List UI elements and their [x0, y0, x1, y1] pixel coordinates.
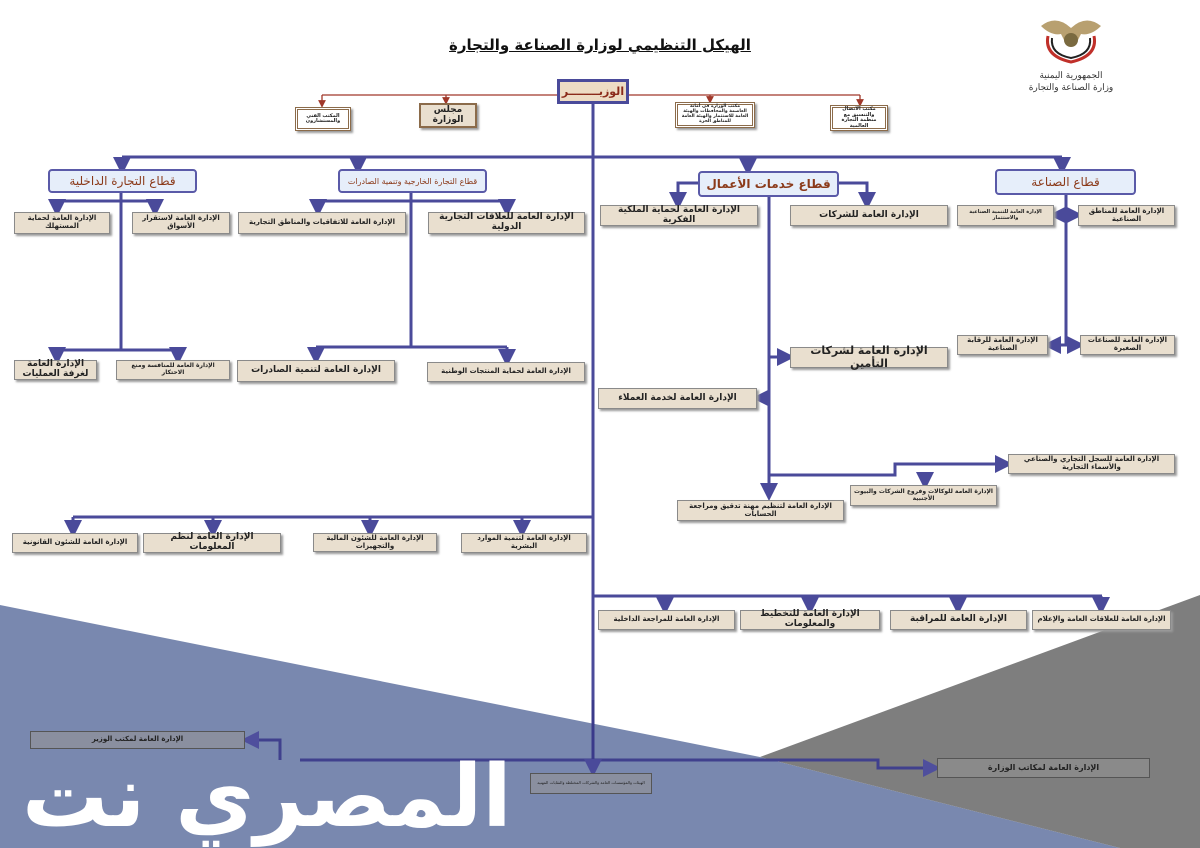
unit-export-development[interactable]: الإدارة العامة لتنمية الصادرات — [237, 360, 395, 382]
ministry-logo: الجمهورية اليمنية وزارة الصناعة والتجارة — [1028, 14, 1114, 104]
sector-business-services[interactable]: قطاع خدمات الأعمال — [698, 171, 839, 197]
unit-operations-room[interactable]: الإدارة العامة لغرفة العمليات — [14, 359, 97, 380]
watermark-text: المصري نت — [22, 747, 512, 847]
blue-overlay-shape — [0, 605, 1120, 848]
unit-market-stability[interactable]: الإدارة العامة لاستقرار الأسواق — [132, 212, 230, 234]
unit-industrial-zones[interactable]: الإدارة العامة للمناطق الصناعية — [1078, 205, 1175, 226]
unit-competition[interactable]: الإدارة العامة للمنافسة ومنع الاحتكار — [116, 360, 230, 380]
public-bodies-box[interactable]: الهيئات والمؤسسات العامة والشركات المختل… — [530, 773, 652, 794]
gray-overlay-shape — [760, 595, 1200, 848]
logo-line-1: الجمهورية اليمنية — [1039, 71, 1103, 81]
unit-monitoring[interactable]: الإدارة العامة للمراقبة — [890, 610, 1027, 630]
unit-minister-office[interactable]: الإدارة العامة لمكتب الوزير — [30, 731, 245, 749]
unit-industrial-control[interactable]: الإدارة العامة للرقابة الصناعية — [957, 335, 1048, 355]
ministry-council-box[interactable]: مجلس الوزارة — [419, 103, 477, 128]
unit-ministry-offices[interactable]: الإدارة العامة لمكاتب الوزارة — [937, 758, 1150, 778]
technical-office-box[interactable]: المكتب الفني والمستشارون — [295, 107, 351, 131]
unit-human-resources[interactable]: الإدارة العامة لتنمية الموارد البشرية — [461, 533, 587, 553]
unit-information-systems[interactable]: الإدارة العامة لنظم المعلومات — [143, 532, 281, 553]
unit-planning-information[interactable]: الإدارة العامة للتخطيط والمعلومات — [740, 609, 880, 630]
unit-consumer-protection[interactable]: الإدارة العامة لحماية المستهلك — [14, 212, 110, 234]
capital-office-box[interactable]: مكتب الوزارة في أمانة العاصمة والمحافظات… — [675, 102, 755, 128]
unit-international-trade-relations[interactable]: الإدارة العامة للعلاقات التجارية الدولية — [428, 212, 585, 234]
unit-legal-affairs[interactable]: الإدارة العامة للشئون القانونية — [12, 533, 138, 553]
unit-finance-equipment[interactable]: الإدارة العامة للشئون المالية والتجهيزات — [313, 533, 437, 552]
unit-intellectual-property[interactable]: الإدارة العامة لحماية الملكية الفكرية — [600, 205, 758, 226]
sector-foreign-trade[interactable]: قطاع التجارة الخارجية وتنمية الصادرات — [338, 169, 487, 193]
unit-customer-service[interactable]: الإدارة العامة لخدمة العملاء — [598, 388, 757, 409]
unit-agencies-foreign-branches[interactable]: الإدارة العامة للوكالات وفروع الشركات وا… — [850, 485, 997, 506]
unit-companies[interactable]: الإدارة العامة للشركات — [790, 205, 948, 226]
unit-commercial-register[interactable]: الإدارة العامة للسجل التجاري والصناعي وا… — [1008, 454, 1175, 474]
unit-internal-audit[interactable]: الإدارة العامة للمراجعة الداخلية — [598, 610, 735, 630]
unit-public-relations[interactable]: الإدارة العامة للعلاقات العامة والإعلام — [1032, 610, 1171, 630]
page-title: الهيكل التنظيمي لوزارة الصناعة والتجارة — [449, 36, 751, 54]
eagle-emblem-icon — [1041, 20, 1101, 64]
unit-small-industries[interactable]: الإدارة العامة للصناعات الصغيرة — [1080, 335, 1175, 355]
unit-audit-regulation[interactable]: الإدارة العامة لتنظيم مهنة تدقيق ومراجعة… — [677, 500, 844, 521]
unit-national-products-protection[interactable]: الإدارة العامة لحماية المنتجات الوطنية — [427, 362, 585, 382]
unit-insurance-companies[interactable]: الإدارة العامة لشركات التأمين — [790, 345, 948, 369]
unit-trade-agreements[interactable]: الإدارة العامة للاتفاقيات والمناطق التجا… — [238, 212, 406, 234]
unit-industrial-development[interactable]: الإدارة العامة للتنمية الصناعية والاستثم… — [957, 205, 1054, 226]
sector-internal-trade[interactable]: قطاع التجارة الداخلية — [48, 169, 197, 193]
wto-office-box[interactable]: مكتب الاتصال والتنسيق مع منظمة التجارة ا… — [830, 105, 888, 131]
sector-industry[interactable]: قطاع الصناعة — [995, 169, 1136, 195]
minister-box[interactable]: الوزيــــــــر — [557, 79, 629, 104]
logo-line-2: وزارة الصناعة والتجارة — [1028, 83, 1114, 93]
